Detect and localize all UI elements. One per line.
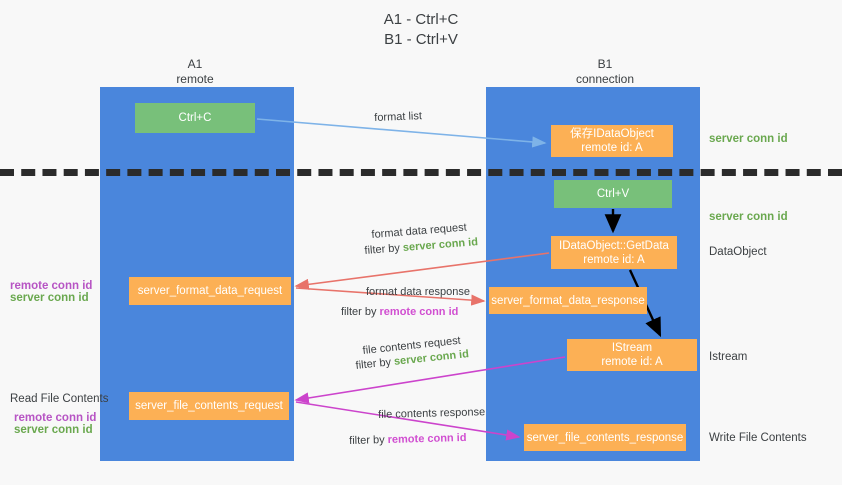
label-istream: Istream: [709, 351, 748, 363]
box-idataobject-getdata[interactable]: IDataObject::GetData remote id: A: [551, 236, 677, 269]
filter-value-remote-conn-id: remote conn id: [387, 431, 467, 446]
label-server-conn-id-2: server conn id: [14, 424, 93, 436]
filter-prefix: filter by: [349, 433, 388, 447]
filter-prefix: filter by: [355, 355, 395, 372]
filter-prefix: filter by: [364, 241, 404, 257]
box-ctrl-v[interactable]: Ctrl+V: [554, 180, 672, 208]
label-server-conn-id-mid: server conn id: [709, 211, 788, 223]
caption-format-data-response-filter: filter by remote conn id: [341, 305, 458, 319]
box-save-idataobject[interactable]: 保存IDataObject remote id: A: [551, 125, 673, 157]
box-istream[interactable]: IStream remote id: A: [567, 339, 697, 371]
label-server-conn-id-top: server conn id: [709, 133, 788, 145]
label-server-conn-id-1: server conn id: [10, 292, 89, 304]
caption-file-contents-response-filter: filter by remote conn id: [349, 431, 467, 448]
label-dataobject: DataObject: [709, 246, 767, 258]
page-title: A1 - Ctrl+C B1 - Ctrl+V: [383, 11, 459, 48]
box-ctrl-c[interactable]: Ctrl+C: [135, 103, 255, 133]
box-server-format-data-response[interactable]: server_format_data_response: [489, 287, 647, 314]
box-server-file-contents-request[interactable]: server_file_contents_request: [129, 392, 289, 420]
column-b1-name: B1: [597, 57, 613, 71]
caption-format-list: format list: [374, 110, 423, 124]
caption-format-data-response: format data response: [366, 286, 470, 298]
column-a1-name: A1: [187, 57, 203, 71]
caption-file-contents-response: file contents response: [378, 406, 486, 421]
column-a1-sub: remote: [176, 72, 214, 86]
box-server-format-data-request[interactable]: server_format_data_request: [129, 277, 291, 305]
filter-value-server-conn-id: server conn id: [402, 236, 479, 254]
box-server-file-contents-response[interactable]: server_file_contents_response: [524, 424, 686, 451]
filter-prefix: filter by: [341, 306, 380, 318]
label-remote-conn-id-1: remote conn id: [10, 280, 93, 292]
filter-value-remote-conn-id: remote conn id: [379, 306, 459, 318]
label-write-file-contents: Write File Contents: [709, 432, 807, 444]
phase-divider: [0, 169, 842, 176]
label-remote-conn-id-2: remote conn id: [14, 412, 97, 424]
column-b1-sub: connection: [575, 72, 635, 86]
label-read-file-contents: Read File Contents: [10, 393, 109, 405]
